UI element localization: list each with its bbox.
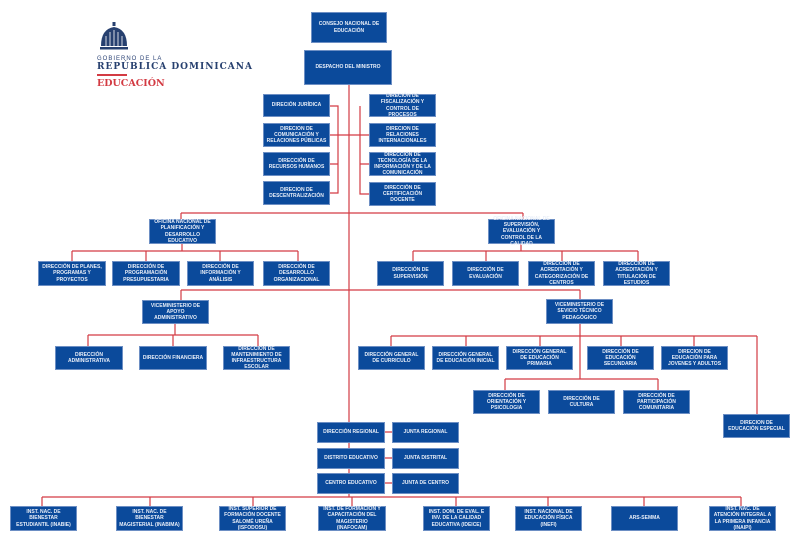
box-direccion-regional[interactable]: DIRECCIÓN REGIONAL [317,422,385,443]
box-staff-right[interactable]: DIRECION DE RELACIONES INTERNACIONALES [369,123,436,147]
dome-icon [100,22,128,50]
box-institute[interactable]: INST. DOM. DE EVAL. E INV. DE LA CALIDAD… [423,506,490,531]
box-vice-admin-child[interactable]: DIRECCIÓN ADMINISTRATIVA [55,346,123,370]
box-supervision-child[interactable]: DIRECCIÓN DE SUPERVISIÓN [377,261,444,286]
logo-line3: EDUCACIÓN [97,78,165,89]
box-staff-left[interactable]: DIRECCIÓN DE RECURSOS HUMANOS [263,152,330,176]
logo-line1: GOBIERNO DE LA [97,56,163,62]
box-institute[interactable]: INST. NACIONAL DE EDUCACIÓN FÍSICA (INEF… [515,506,582,531]
box-institute[interactable]: INST. SUPERIOR DE FORMACIÓN DOCENTE SALO… [219,506,286,531]
box-vice-tecnico-child[interactable]: DIRECCIÓN DE CULTURA [548,390,615,414]
box-staff-left[interactable]: DIRECION DE COMUNICACIÓN Y RELACIONES PÚ… [263,123,330,147]
box-vice-tecnico[interactable]: VICEMINISTERIO DE SEVICIO TÉCNICO PEDAGÓ… [546,299,613,324]
logo-line2: REPÚBLICA DOMINICANA [97,62,253,72]
box-vice-tecnico-child[interactable]: DIRECCIÓN DE EDUCACIÓN SECUNDARIA [587,346,654,370]
box-despacho[interactable]: DESPACHO DEL MINISTRO [304,50,392,85]
box-centro-educativo[interactable]: CENTRO EDUCATIVO [317,473,385,494]
box-institute[interactable]: INST. NAC. DE BIENESTAR MAGISTERIAL (INA… [116,506,183,531]
box-supervision-child[interactable]: DIRECCIÓN DE EVALUACIÓN [452,261,519,286]
box-vice-tecnico-child[interactable]: DIRECCIÓN GENERAL DE EDUCACIÓN INICIAL [432,346,499,370]
box-planificacion-child[interactable]: DIRECCIÓN DE INFORMACIÓN Y ANÁLISIS [187,261,254,286]
box-planificacion-child[interactable]: DIRECCIÓN DE PROGRAMACIÓN PRESUPUESTARIA [112,261,180,286]
box-vice-admin-child[interactable]: DIRECCIÓN DE MANTENIMIENTO DE INFRAESTRU… [223,346,290,370]
box-institute[interactable]: INST. NAC. DE BIENESTAR ESTUDIANTIL (INA… [10,506,77,531]
box-consejo[interactable]: CONSEJO NACIONAL DE EDUCACIÓN [311,12,387,43]
box-staff-left[interactable]: DIRECIÓN JURÍDICA [263,94,330,117]
box-educacion-especial[interactable]: DIRECION DE EDUCACIÓN ESPECIAL [723,414,790,438]
box-planificacion-child[interactable]: DIRECCIÓN DE DESARROLLO ORGANIZACIONAL [263,261,330,286]
box-institute[interactable]: INST. NAC. DE ATENCIÓN INTEGRAL A LA PRI… [709,506,776,531]
box-vice-tecnico-child[interactable]: DIRECCIÓN DE PARTICIPACIÓN COMUNITARIA [623,390,690,414]
box-staff-right[interactable]: DIRECCIÓN DE TECNOLOGÍA DE LA INFORMACIÓ… [369,152,436,176]
box-planificacion[interactable]: OFICINA NACIONAL DE PLANIFICACIÓN Y DESA… [149,219,216,244]
box-junta-distrital[interactable]: JUNTA DISTRITAL [392,448,459,469]
box-staff-left[interactable]: DIRECION DE DESCENTRALIZACIÓN [263,181,330,205]
box-vice-admin[interactable]: VICEMINISTERIO DE APOYO ADMINISTRATIVO [142,300,209,324]
box-vice-admin-child[interactable]: DIRECCIÓN FINANCIERA [139,346,207,370]
box-vice-tecnico-child[interactable]: DIRECCIÓN GENERAL DE CURRICULO [358,346,425,370]
box-junta-centro[interactable]: JUNTA DE CENTRO [392,473,459,494]
box-junta-regional[interactable]: JUNTA REGIONAL [392,422,459,443]
box-distrito-educativo[interactable]: DISTRITO EDUCATIVO [317,448,385,469]
box-staff-right[interactable]: DIRECIÓN DE FISCALIZACIÓN Y CONTROL DE P… [369,93,436,118]
box-staff-right[interactable]: DIRECCIÓN DE CERTIFICACIÓN DOCENTE [369,182,436,206]
box-supervision-child[interactable]: DIRECCIÓN DE ACREDITACIÓN Y TITULACIÓN D… [603,261,670,286]
box-planificacion-child[interactable]: DIRECCIÓN DE PLANES, PROGRAMAS Y PROYECT… [38,261,106,286]
box-vice-tecnico-child[interactable]: DIRECION DE EDUCACIÓN PARA JOVENES Y ADU… [661,346,728,370]
logo-divider [97,74,127,76]
box-supervision[interactable]: OFICINA NACIONAL DE SUPERVISIÓN, EVALUAC… [488,216,555,247]
box-vice-tecnico-child[interactable]: DIRECCIÓN DE ORIENTACIÓN Y PSICOLOGIA [473,390,540,414]
box-institute[interactable]: ARS-SEMMA [611,506,678,531]
box-supervision-child[interactable]: DIRECCIÓN DE ACREDITACIÓN Y CATEGORIZACI… [528,261,595,286]
box-institute[interactable]: INST. DE FORMACIÓN Y CAPACITACIÓN DEL MA… [318,506,386,531]
box-vice-tecnico-child[interactable]: DIRECCIÓN GENERAL DE EDUCACIÓN PRIMARIA [506,346,573,370]
